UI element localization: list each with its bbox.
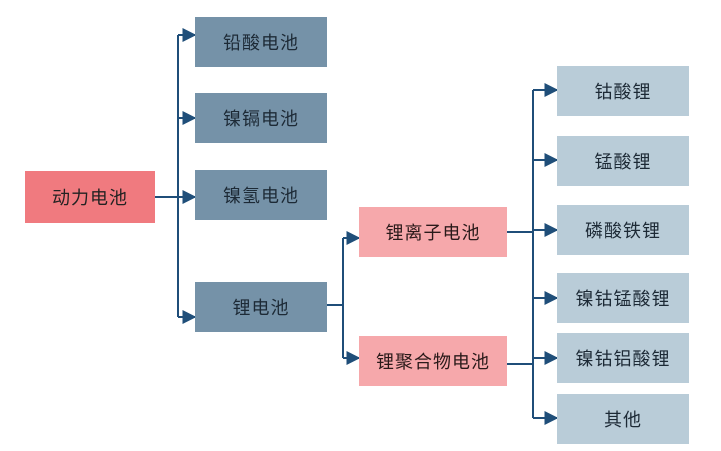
node-label: 锰酸锂 — [594, 152, 652, 173]
root-node: 动力电池 — [25, 171, 155, 223]
node-label: 钴酸锂 — [594, 82, 652, 103]
node-lithium: 锂电池 — [195, 282, 327, 332]
node-other: 其他 — [557, 394, 689, 444]
node-label: 镍钴铝酸锂 — [575, 349, 671, 370]
node-lfp: 磷酸铁锂 — [557, 205, 689, 255]
node-lead-acid: 铅酸电池 — [195, 17, 327, 67]
node-lmo: 锰酸锂 — [557, 136, 689, 186]
node-ncm: 镍钴锰酸锂 — [557, 273, 689, 323]
node-li-polymer: 锂聚合物电池 — [359, 336, 507, 386]
node-label: 锂聚合物电池 — [376, 352, 490, 373]
node-li-ion: 锂离子电池 — [359, 207, 507, 257]
node-label: 锂电池 — [232, 298, 290, 319]
node-label: 磷酸铁锂 — [585, 221, 661, 242]
node-label: 其他 — [604, 410, 642, 431]
node-label: 锂离子电池 — [385, 223, 481, 244]
node-label: 镍氢电池 — [223, 186, 299, 207]
node-label: 铅酸电池 — [223, 33, 299, 54]
node-nca: 镍钴铝酸锂 — [557, 333, 689, 383]
node-label: 镍镉电池 — [223, 109, 299, 130]
root-label: 动力电池 — [52, 188, 128, 209]
node-lco: 钴酸锂 — [557, 66, 689, 116]
node-nicd: 镍镉电池 — [195, 93, 327, 143]
node-nimh: 镍氢电池 — [195, 170, 327, 220]
node-label: 镍钴锰酸锂 — [575, 289, 671, 310]
